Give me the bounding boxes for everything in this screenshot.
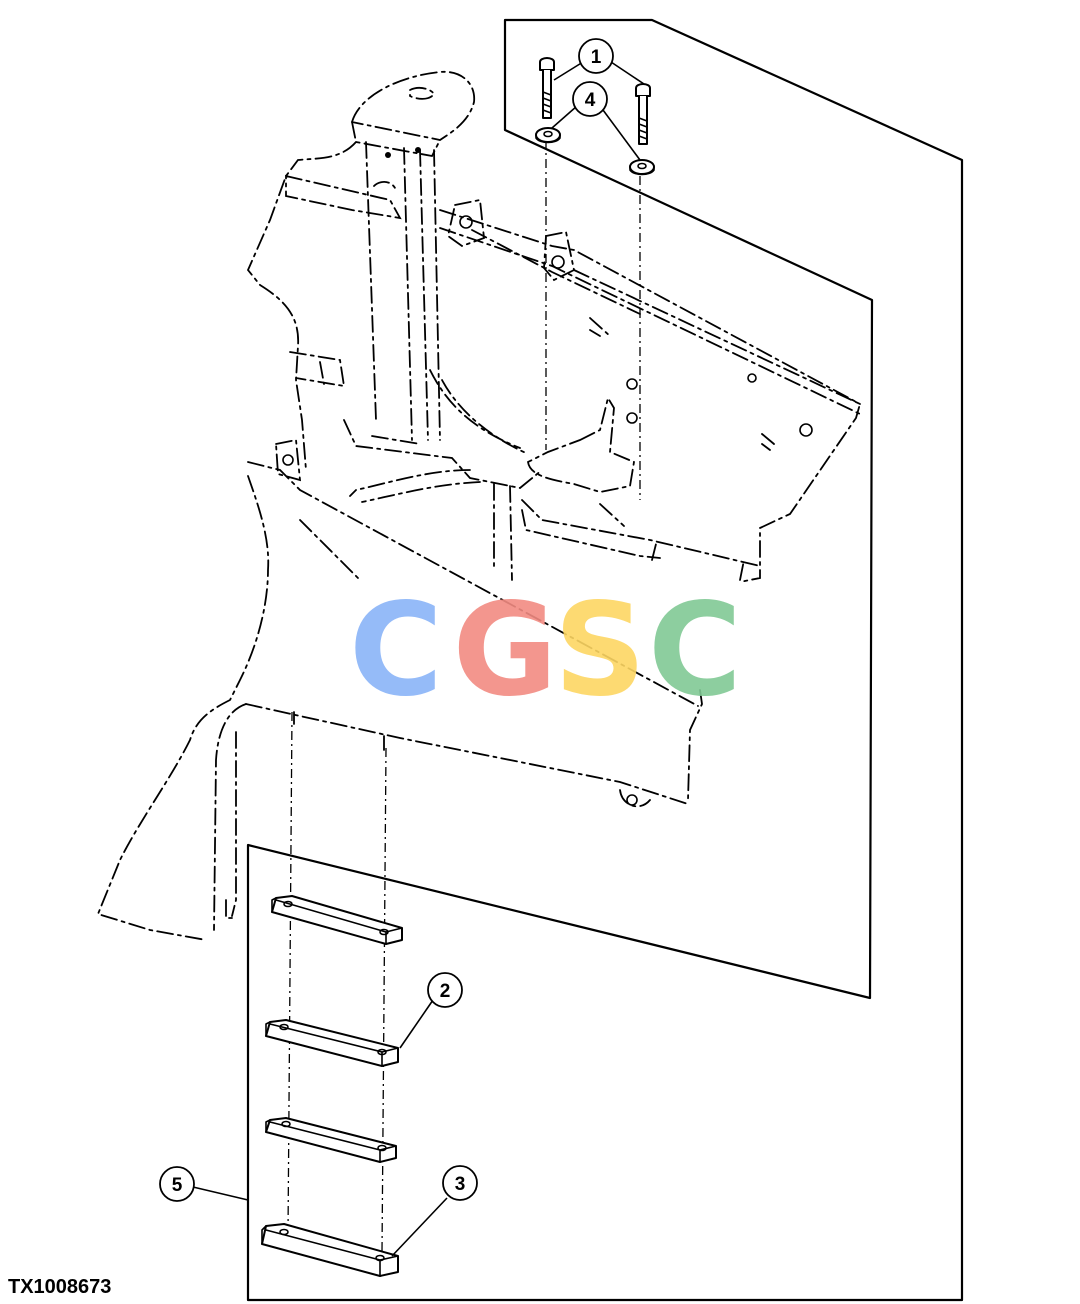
bolt-1-left (539, 57, 555, 119)
svg-text:4: 4 (585, 90, 596, 111)
step-3 (261, 1223, 399, 1277)
bolt-1-right (635, 83, 651, 145)
svg-text:2: 2 (440, 981, 451, 1002)
svg-text:1: 1 (591, 47, 602, 68)
upper-detail-boundary (246, 18, 964, 1302)
washer-4-right (629, 159, 655, 176)
figure-id: TX1008673 (8, 1276, 112, 1298)
svg-text:5: 5 (172, 1175, 183, 1196)
washer-4-left (535, 127, 561, 144)
step-2 (265, 1019, 399, 1067)
svg-text:3: 3 (455, 1174, 466, 1195)
step-centerline-right (381, 747, 387, 1253)
callout-2: 2 (427, 972, 463, 1008)
watermark-letter-s: S (554, 576, 646, 725)
watermark-letter-c2: C (648, 576, 742, 725)
step-centerline-left (287, 711, 293, 1235)
callout-leaders (192, 61, 645, 1257)
callout-1: 1 (578, 38, 614, 74)
callout-4: 4 (572, 81, 608, 117)
step-lower (265, 1117, 397, 1163)
cgsc-watermark: C G S C (349, 576, 742, 725)
frame-phantom-outline (96, 71, 862, 941)
watermark-letter-c1: C (349, 576, 443, 725)
watermark-letter-g: G (452, 576, 557, 725)
step-upper (271, 895, 403, 945)
callout-3: 3 (442, 1165, 478, 1201)
callout-5: 5 (159, 1166, 195, 1202)
